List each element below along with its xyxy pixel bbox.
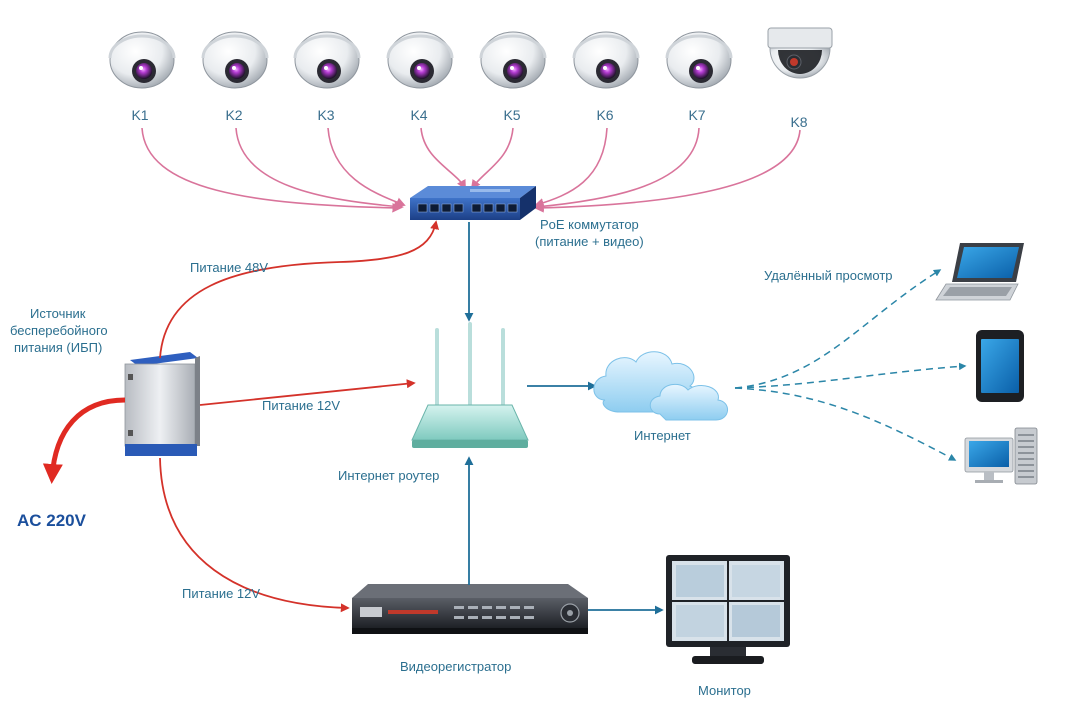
camera-labels: K1 K2 K3 K4 K5 K6 K7 K8 xyxy=(131,107,807,130)
ac-220v-label: AC 220V xyxy=(17,511,87,530)
camera-k5 xyxy=(479,31,547,89)
camera-k3 xyxy=(293,31,361,89)
desktop-computer xyxy=(964,427,1038,485)
link-k7 xyxy=(534,127,700,212)
camera-links xyxy=(141,127,801,213)
dvr-icon xyxy=(352,584,588,634)
tablet-icon xyxy=(976,330,1024,402)
link-power-48v xyxy=(159,220,439,359)
link-k3 xyxy=(327,127,406,207)
link-k8 xyxy=(534,129,801,213)
tablet xyxy=(976,330,1024,402)
laptop-icon xyxy=(935,243,1024,301)
router: Интернет роутер xyxy=(338,322,529,483)
camera-k2 xyxy=(201,31,269,89)
poe-switch-label-line2: (питание + видео) xyxy=(535,234,644,249)
link-power-12v-router xyxy=(199,379,416,406)
camera-label-k8: K8 xyxy=(790,114,807,130)
camera-k1 xyxy=(108,31,176,89)
internet-cloud: Интернет xyxy=(593,351,728,443)
link-remote-laptop xyxy=(734,269,942,389)
remote-links xyxy=(734,269,967,461)
dvr-label: Видеорегистратор xyxy=(400,659,511,674)
camera-label-k7: K7 xyxy=(688,107,705,123)
link-k6 xyxy=(534,127,608,208)
power-links xyxy=(159,220,439,613)
camera-k4 xyxy=(386,31,454,89)
link-k1 xyxy=(141,127,402,213)
monitor: Монитор xyxy=(666,555,790,698)
poe-switch-icon xyxy=(410,186,536,220)
remote-view-label: Удалённый просмотр xyxy=(764,268,893,283)
laptop xyxy=(935,243,1024,301)
ptz-camera-icon xyxy=(767,27,833,49)
ups: Источник бесперебойного питания (ИБП) xyxy=(10,306,200,456)
dvr: Видеорегистратор xyxy=(352,584,588,674)
camera-label-k2: K2 xyxy=(225,107,242,123)
ups-label-line1: Источник xyxy=(30,306,86,321)
ups-label-line3: питания (ИБП) xyxy=(14,340,102,355)
monitor-label: Монитор xyxy=(698,683,751,698)
power-12v-dvr-label: Питание 12V xyxy=(182,586,260,601)
link-k2 xyxy=(235,127,404,212)
camera-label-k6: K6 xyxy=(596,107,613,123)
ups-icon xyxy=(124,352,200,456)
camera-label-k1: K1 xyxy=(131,107,148,123)
ups-label-line2: бесперебойного xyxy=(10,323,108,338)
cloud-icon xyxy=(593,351,728,421)
power-12v-router-label: Питание 12V xyxy=(262,398,340,413)
camera-label-k4: K4 xyxy=(410,107,427,123)
camera-label-k5: K5 xyxy=(503,107,520,123)
desktop-computer-icon xyxy=(964,427,1038,485)
camera-k7 xyxy=(665,31,733,89)
monitor-icon xyxy=(666,555,790,664)
link-remote-tablet xyxy=(734,362,967,389)
power-48v-label: Питание 48V xyxy=(190,260,268,275)
link-k5 xyxy=(470,127,514,190)
link-power-12v-dvr xyxy=(159,457,350,613)
link-k4 xyxy=(420,127,466,190)
camera-k6 xyxy=(572,31,640,89)
link-ac-220v xyxy=(42,397,126,484)
poe-switch-label-line1: PoE коммутатор xyxy=(540,217,639,232)
router-label: Интернет роутер xyxy=(338,468,439,483)
wifi-router-icon xyxy=(411,322,529,448)
camera-k8 xyxy=(767,27,833,79)
poe-switch: PoE коммутатор (питание + видео) xyxy=(410,186,644,249)
internet-label: Интернет xyxy=(634,428,691,443)
camera-label-k3: K3 xyxy=(317,107,334,123)
link-remote-desktop xyxy=(734,387,957,461)
